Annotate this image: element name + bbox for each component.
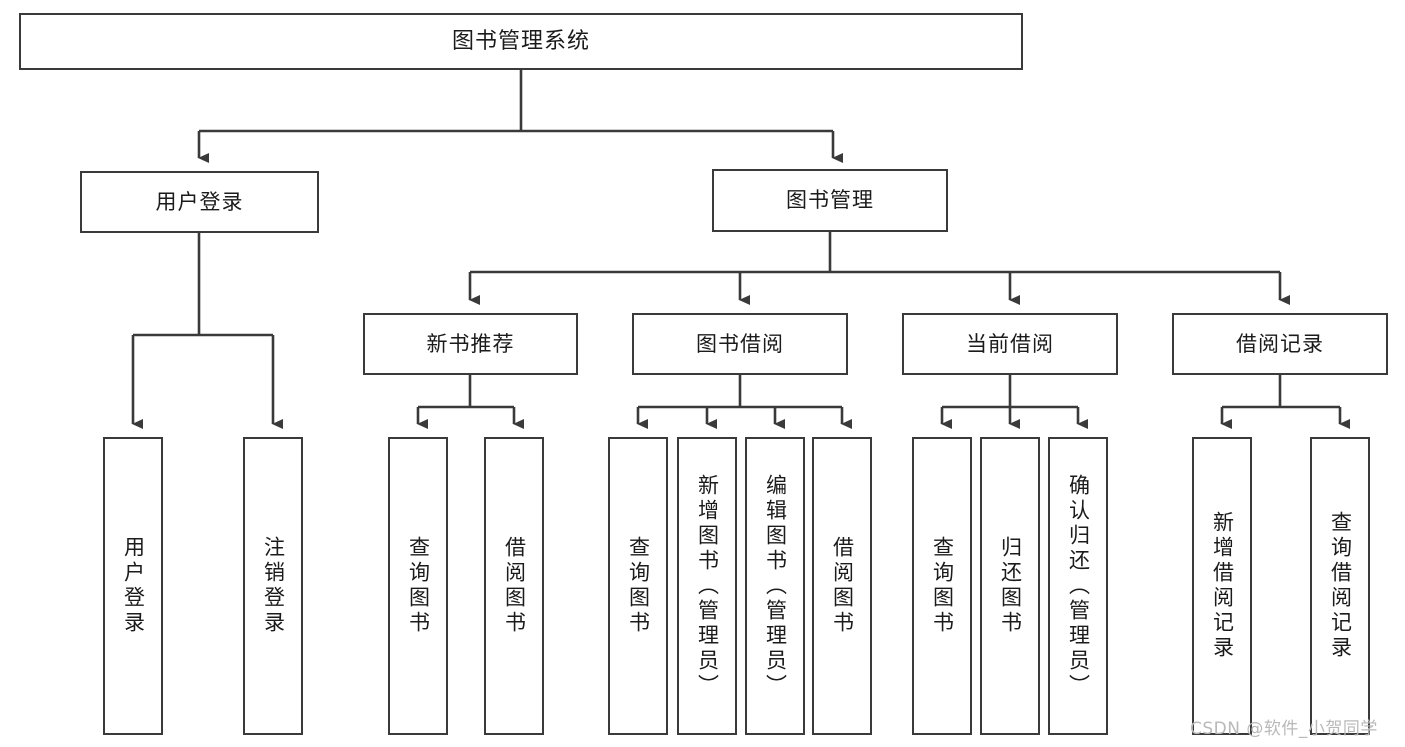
node-book-management-label: 图书管理 xyxy=(786,188,874,213)
leaf-record-query-label: 查询借阅记录 xyxy=(1328,511,1353,661)
node-book-borrow[interactable]: 图书借阅 xyxy=(632,313,848,375)
leaf-new-book-query-label: 查询图书 xyxy=(406,536,431,636)
leaf-borrow-edit-book[interactable]: 编辑图书（管理员） xyxy=(745,437,805,735)
node-root[interactable]: 图书管理系统 xyxy=(19,13,1023,70)
node-new-book-recommend[interactable]: 新书推荐 xyxy=(363,313,578,375)
leaf-new-book-query[interactable]: 查询图书 xyxy=(388,437,448,735)
node-book-borrow-label: 图书借阅 xyxy=(696,331,784,356)
leaf-borrow-add-book[interactable]: 新增图书（管理员） xyxy=(677,437,737,735)
node-user-login[interactable]: 用户登录 xyxy=(80,171,319,233)
leaf-borrow-borrow-book-label: 借阅图书 xyxy=(830,536,855,636)
leaf-record-query[interactable]: 查询借阅记录 xyxy=(1310,437,1370,735)
leaf-user-login-login[interactable]: 用户登录 xyxy=(103,437,163,735)
node-user-login-label: 用户登录 xyxy=(155,189,244,214)
leaf-new-book-borrow[interactable]: 借阅图书 xyxy=(484,437,544,735)
leaf-borrow-edit-book-label: 编辑图书（管理员） xyxy=(763,473,788,699)
node-new-book-recommend-label: 新书推荐 xyxy=(426,331,515,356)
leaf-current-return-book[interactable]: 归还图书 xyxy=(980,437,1040,735)
leaf-borrow-query-book[interactable]: 查询图书 xyxy=(608,437,668,735)
leaf-borrow-add-book-label: 新增图书（管理员） xyxy=(695,473,720,699)
leaf-new-book-borrow-label: 借阅图书 xyxy=(502,536,527,636)
leaf-record-add-label: 新增借阅记录 xyxy=(1210,511,1235,661)
node-book-management[interactable]: 图书管理 xyxy=(712,169,948,232)
leaf-current-confirm-return[interactable]: 确认归还（管理员） xyxy=(1048,437,1108,735)
node-current-borrow-label: 当前借阅 xyxy=(966,331,1054,356)
node-current-borrow[interactable]: 当前借阅 xyxy=(902,313,1118,375)
node-root-label: 图书管理系统 xyxy=(451,28,590,54)
leaf-user-login-logout-label: 注销登录 xyxy=(261,536,286,636)
leaf-user-login-login-label: 用户登录 xyxy=(121,536,146,636)
leaf-record-add[interactable]: 新增借阅记录 xyxy=(1192,437,1252,735)
node-borrow-record[interactable]: 借阅记录 xyxy=(1172,313,1388,375)
leaf-borrow-query-book-label: 查询图书 xyxy=(626,536,651,636)
leaf-current-return-book-label: 归还图书 xyxy=(998,536,1023,636)
leaf-current-query-book[interactable]: 查询图书 xyxy=(912,437,972,735)
leaf-current-query-book-label: 查询图书 xyxy=(930,536,955,636)
leaf-borrow-borrow-book[interactable]: 借阅图书 xyxy=(812,437,872,735)
leaf-current-confirm-return-label: 确认归还（管理员） xyxy=(1066,473,1091,699)
leaf-user-login-logout[interactable]: 注销登录 xyxy=(243,437,303,735)
node-borrow-record-label: 借阅记录 xyxy=(1236,331,1324,356)
